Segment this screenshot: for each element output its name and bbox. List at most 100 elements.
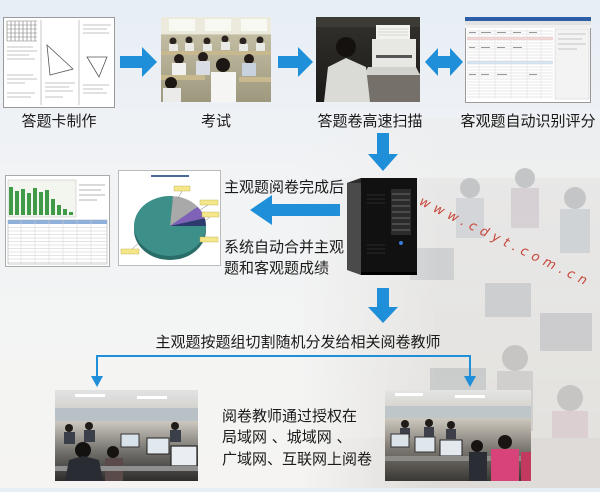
window <box>241 19 267 31</box>
monitor <box>439 439 463 457</box>
chart-legend-lines <box>79 184 105 201</box>
teacher-head <box>425 419 433 427</box>
bg-monitor <box>540 313 592 351</box>
monitor <box>120 433 140 448</box>
table-rows <box>467 30 553 98</box>
software-drawing <box>465 17 591 103</box>
student-head <box>221 35 229 43</box>
geometry-figure <box>46 43 74 76</box>
student-body <box>242 63 256 76</box>
pie-slice-navy <box>170 218 207 226</box>
pie-label-box <box>199 236 219 243</box>
green-bars <box>9 187 73 215</box>
student-body <box>172 63 186 76</box>
text-lines-middle <box>45 82 75 98</box>
pie-chart-drawing <box>118 170 221 266</box>
scanner-slot <box>376 55 412 58</box>
answer-sheet-drawing <box>3 17 115 108</box>
student-body <box>211 72 236 102</box>
server-tower-image <box>345 175 419 276</box>
arrow-to-left-lab <box>91 376 103 387</box>
lab-right-drawing <box>385 393 531 481</box>
student-bodies-back-row <box>169 42 265 52</box>
distribution-caption: 主观题按题组切割随机分发给相关阅卷教师 <box>155 333 441 351</box>
monitor <box>146 437 170 455</box>
merge-result-line-2: 题和客观题成绩 <box>224 259 330 277</box>
front-vents <box>367 194 385 254</box>
table-columns <box>478 29 542 99</box>
table-header <box>8 220 107 224</box>
answer-bubble-grid <box>6 20 37 42</box>
text-lines-left <box>7 46 37 98</box>
step-answer-sheet: 答题卡制作 <box>0 17 118 130</box>
teacher-head <box>498 435 512 449</box>
teacher-head <box>85 422 93 430</box>
student-head <box>203 37 211 45</box>
pie-leader-lines <box>131 190 211 250</box>
bg-wall <box>300 118 600 178</box>
step-label: 答题卡制作 <box>21 112 97 130</box>
step-label: 考试 <box>200 112 231 130</box>
scanner-body <box>372 39 416 67</box>
high-speed-scanner-photo <box>316 17 420 102</box>
teacher-bodies <box>64 430 181 444</box>
bg-monitor <box>485 283 531 317</box>
desk <box>239 77 271 82</box>
server-side-panel <box>347 178 361 275</box>
side-panel <box>554 28 590 100</box>
lab-left-drawing <box>55 394 198 481</box>
pie-label-box <box>173 185 191 192</box>
student-body <box>196 61 210 75</box>
student-head <box>216 58 230 72</box>
grading-lab-photo-right <box>385 390 531 481</box>
teacher-body <box>65 456 103 481</box>
pie-label-box <box>120 248 140 255</box>
toolbar <box>465 25 591 28</box>
pie-slice-major <box>133 195 206 256</box>
back-windows <box>55 408 198 421</box>
online-grading-line-3: 广域网、互联网上阅卷 <box>222 450 373 468</box>
pie-label-box <box>201 211 220 218</box>
teacher-head <box>65 424 73 432</box>
window <box>169 19 195 31</box>
drive-bay-slots <box>392 193 410 231</box>
teacher-body-red <box>521 452 531 481</box>
ceiling-light <box>395 393 423 396</box>
answer-sheet-image <box>3 17 115 108</box>
pie-slice-purple <box>170 206 205 226</box>
student-head <box>244 54 254 64</box>
highlight-row <box>467 37 553 40</box>
merge-caption: 主观题阅卷完成后 <box>224 178 345 196</box>
bg-person-head <box>460 178 480 198</box>
power-light <box>399 241 403 245</box>
operator-head <box>336 37 356 57</box>
student-head <box>174 54 184 64</box>
geometry-figure <box>86 56 108 78</box>
text-lines-right <box>83 24 111 94</box>
step-exam: 考试 <box>156 17 276 130</box>
monitor <box>390 433 410 448</box>
bg-person-body <box>552 411 588 471</box>
ceiling-light <box>75 394 105 397</box>
pie-label-box <box>199 199 219 206</box>
step-label: 客观题自动识别评分 <box>460 112 596 130</box>
teacher-bodies <box>400 427 456 439</box>
classroom-drawing <box>161 19 271 102</box>
bg-monitor <box>410 248 454 280</box>
title-bar <box>465 17 591 21</box>
spreadsheet-drawing <box>5 175 110 267</box>
paper-lines <box>378 28 408 36</box>
bg-person-body <box>456 198 484 238</box>
teacher-body-pink <box>491 449 519 481</box>
ceiling-light <box>455 395 485 398</box>
exam-classroom-photo <box>161 17 271 102</box>
side-panel-lines <box>558 33 586 50</box>
back-windows <box>385 406 531 418</box>
student-head <box>256 36 264 44</box>
desk-row <box>55 466 198 471</box>
scanner-drawing <box>316 17 420 102</box>
score-pie-chart-image <box>118 170 221 266</box>
teacher-head <box>401 420 409 428</box>
output-tray <box>364 67 420 75</box>
sheet-border <box>3 17 115 108</box>
